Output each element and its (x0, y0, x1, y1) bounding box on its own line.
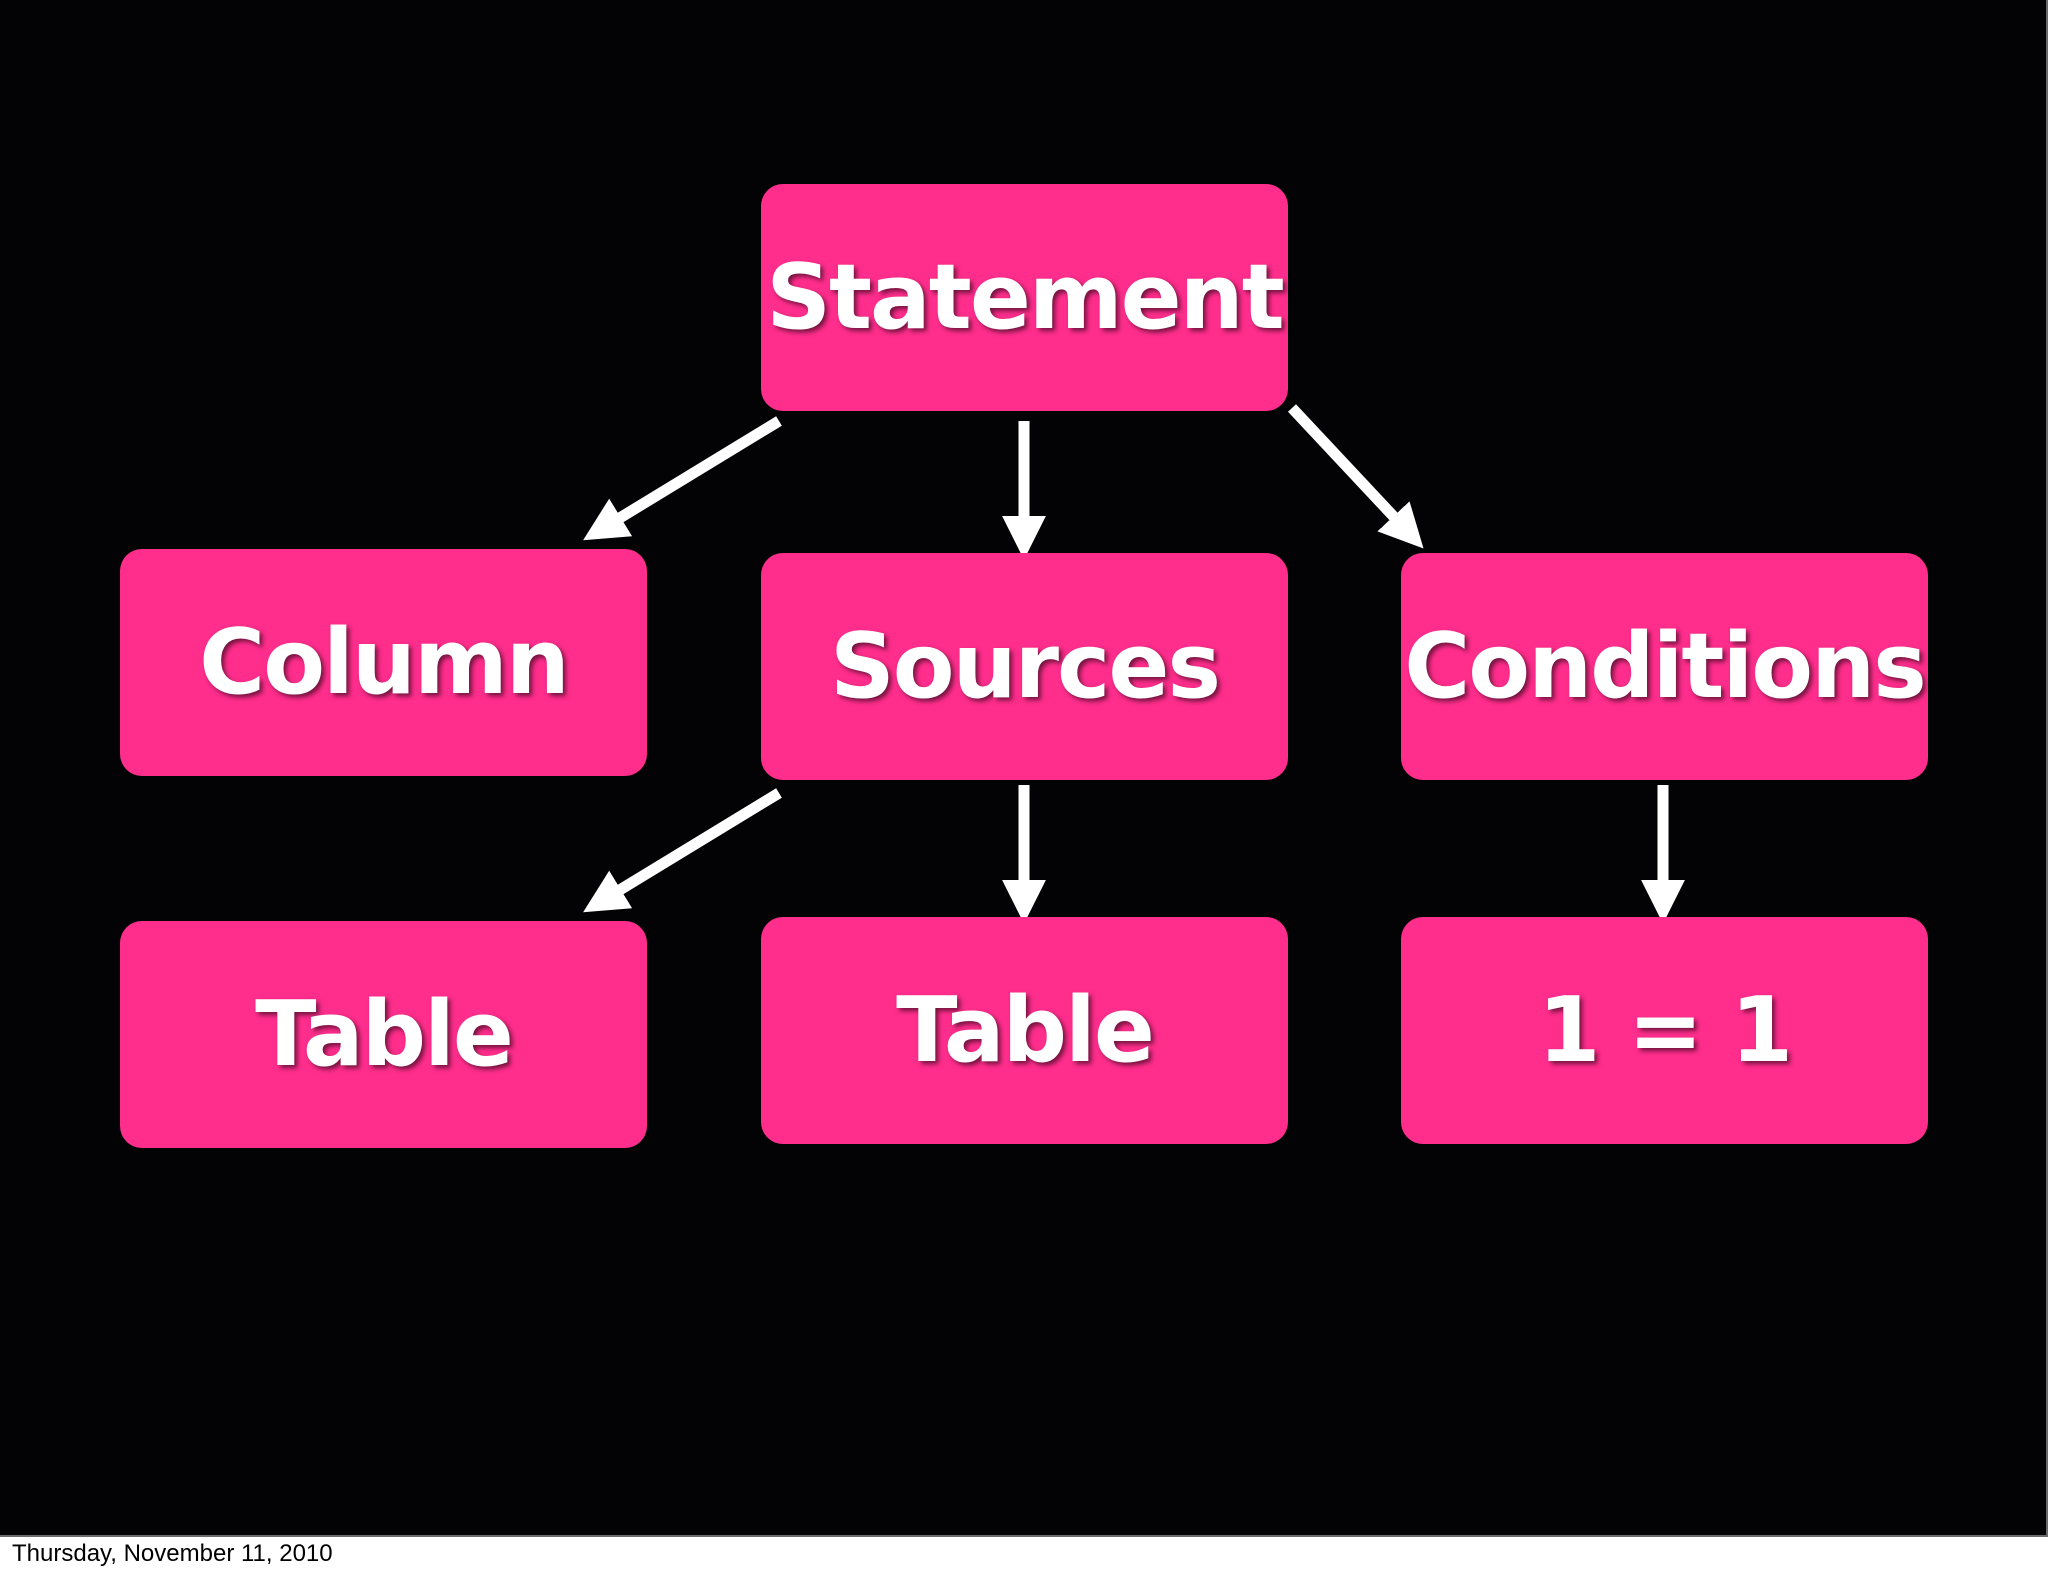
conditions-node: Conditions (1401, 553, 1928, 780)
sources-node: Sources (761, 553, 1288, 780)
sources-label: Sources (829, 614, 1221, 719)
arrow-statement-to-conditions (1287, 404, 1424, 549)
arrow-layer (583, 404, 1685, 924)
condition-expression-node: 1 = 1 (1401, 917, 1928, 1144)
arrow-statement-to-column (583, 416, 782, 541)
statement-label: Statement (766, 245, 1285, 350)
slide-canvas: Statement Column Sources Conditions Tabl… (0, 0, 2048, 1537)
table-center-label: Table (896, 978, 1155, 1083)
table-center-node: Table (761, 917, 1288, 1144)
table-left-label: Table (255, 982, 514, 1087)
column-node: Column (120, 549, 647, 776)
footer-date: Thursday, November 11, 2010 (12, 1540, 333, 1567)
arrow-sources-to-table-left (583, 788, 782, 913)
conditions-label: Conditions (1404, 614, 1927, 719)
statement-node: Statement (761, 184, 1288, 411)
condition-expression-label: 1 = 1 (1537, 978, 1793, 1083)
table-left-node: Table (120, 921, 647, 1148)
column-label: Column (199, 610, 570, 715)
